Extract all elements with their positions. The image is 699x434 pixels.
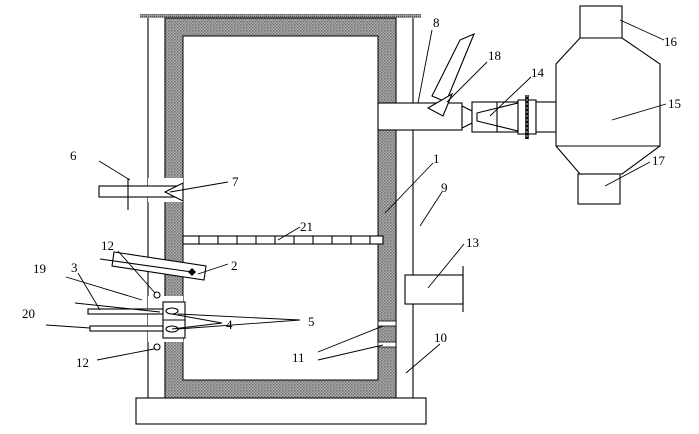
lining-gap-lower [377,341,397,348]
label-14: 14 [531,65,545,80]
label-17: 17 [652,153,666,168]
base-platform [135,397,427,425]
inner-chamber [182,35,379,381]
label-7: 7 [232,174,239,189]
lining-gap-upper [377,320,397,327]
label-12-lower: 12 [76,355,89,370]
label-8: 8 [433,15,440,30]
exhaust-duct [377,95,557,139]
burner-assembly [87,301,186,339]
leader-lines [45,19,667,374]
sight-hole-upper [153,291,161,299]
cyclone-separator [555,5,661,205]
label-11: 11 [292,350,305,365]
feed-hopper [426,32,476,117]
label-21: 21 [300,219,313,234]
grate-tray [182,235,384,245]
label-1: 1 [433,151,440,166]
port-7 [98,178,184,210]
label-2: 2 [231,258,238,273]
label-3: 3 [71,260,78,275]
label-15: 15 [668,96,681,111]
label-10: 10 [434,330,447,345]
label-19: 19 [33,261,46,276]
label-18: 18 [488,48,501,63]
label-4: 4 [226,317,233,332]
label-20: 20 [22,306,35,321]
label-5: 5 [308,314,315,329]
label-12-upper: 12 [101,238,114,253]
label-9: 9 [441,180,448,195]
label-16: 16 [664,34,678,49]
sight-hole-lower [153,343,161,351]
label-6: 6 [70,148,77,163]
top-cover [140,14,421,18]
thermocouple-probe [99,251,207,281]
side-port-13 [404,266,464,312]
label-13: 13 [466,235,479,250]
